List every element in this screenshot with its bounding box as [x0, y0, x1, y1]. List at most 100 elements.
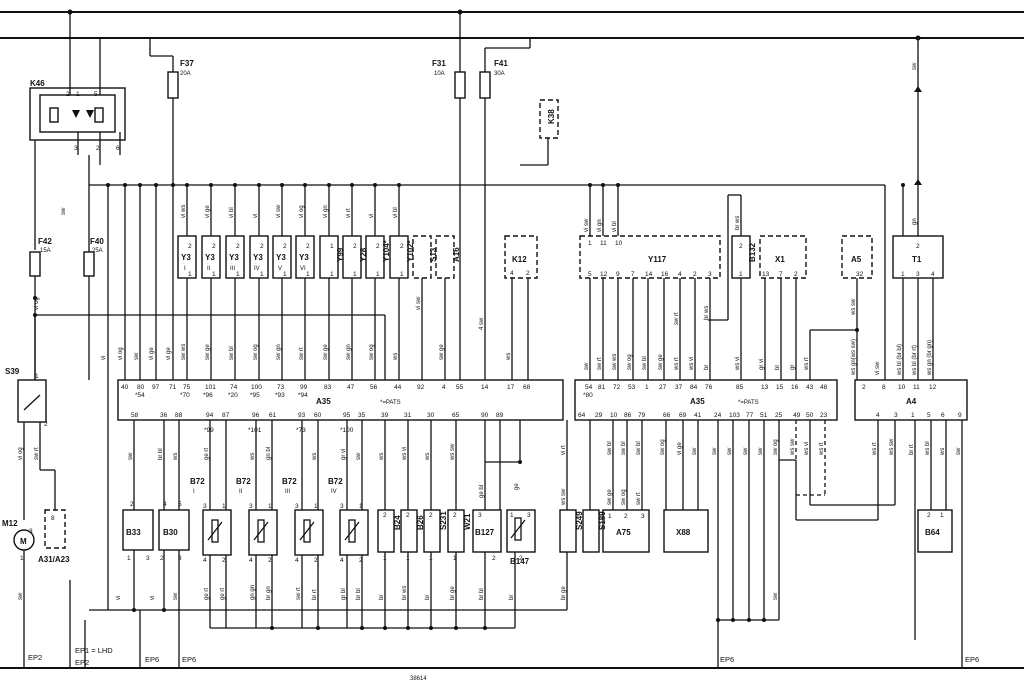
svg-text:75: 75	[183, 384, 191, 391]
svg-text:B72: B72	[190, 477, 205, 486]
svg-text:4: 4	[203, 557, 207, 564]
svg-text:sw: sw	[727, 447, 733, 455]
svg-text:Y99: Y99	[336, 247, 345, 262]
svg-text:10: 10	[610, 412, 618, 419]
ground-ep1-note: EP1 = LHD	[75, 646, 113, 655]
svg-text:9: 9	[958, 412, 962, 419]
svg-text:*54: *54	[135, 392, 145, 399]
svg-text:77: 77	[746, 412, 754, 419]
fuse-f41	[479, 71, 491, 99]
svg-text:3: 3	[527, 512, 531, 519]
svg-text:B72: B72	[282, 477, 297, 486]
module-a35-right	[574, 379, 838, 421]
svg-text:ge bl: ge bl	[479, 485, 485, 498]
svg-text:br: br	[509, 595, 515, 600]
fuse-f42	[29, 251, 41, 277]
svg-text:ws sw: ws sw	[851, 298, 857, 316]
svg-text:64: 64	[578, 412, 586, 419]
svg-text:15A: 15A	[40, 248, 51, 254]
ground-ep2: EP2	[28, 653, 42, 662]
svg-text:sw rt: sw rt	[296, 587, 302, 600]
ground-ep6-d: EP6	[965, 655, 979, 664]
svg-text:3: 3	[708, 271, 712, 278]
svg-text:sw: sw	[743, 447, 749, 455]
svg-text:1: 1	[353, 271, 357, 278]
svg-text:vi sw: vi sw	[416, 296, 422, 310]
svg-text:gr vi: gr vi	[759, 359, 765, 370]
svg-text:2: 2	[429, 512, 433, 519]
svg-text:4: 4	[510, 270, 514, 277]
svg-text:83: 83	[324, 384, 332, 391]
svg-text:1: 1	[330, 271, 334, 278]
svg-text:1: 1	[940, 512, 944, 519]
svg-text:ws: ws	[173, 453, 179, 461]
svg-text:*=PATS: *=PATS	[380, 400, 401, 406]
svg-text:80: 80	[137, 384, 145, 391]
svg-text:4: 4	[340, 557, 344, 564]
svg-text:vi sw: vi sw	[584, 218, 590, 232]
svg-text:55: 55	[456, 384, 464, 391]
module-a4	[854, 379, 968, 421]
svg-text:1: 1	[35, 373, 39, 380]
svg-text:br gn: br gn	[266, 586, 272, 600]
svg-text:4: 4	[295, 557, 299, 564]
svg-text:br ws: br ws	[402, 586, 408, 600]
svg-text:7: 7	[779, 271, 783, 278]
svg-text:sw gn: sw gn	[276, 344, 282, 360]
svg-text:2: 2	[212, 243, 216, 250]
svg-text:41: 41	[694, 412, 702, 419]
svg-text:sw rt: sw rt	[674, 312, 680, 325]
svg-text:1: 1	[400, 271, 404, 278]
svg-text:B24: B24	[393, 515, 402, 530]
svg-text:2: 2	[406, 512, 410, 519]
svg-text:vi og: vi og	[118, 347, 124, 360]
svg-text:sw gn: sw gn	[346, 344, 352, 360]
svg-text:3: 3	[295, 503, 299, 510]
svg-text:1: 1	[383, 555, 387, 562]
svg-text:ws vi: ws vi	[735, 357, 741, 371]
svg-text:vi og: vi og	[34, 297, 40, 310]
svg-text:39: 39	[381, 412, 389, 419]
svg-text:6: 6	[116, 145, 120, 152]
drawing-number: 38614	[410, 676, 427, 682]
svg-text:sw og: sw og	[369, 344, 375, 360]
svg-text:1: 1	[76, 91, 80, 98]
svg-text:B33: B33	[126, 528, 141, 537]
svg-text:15: 15	[776, 384, 784, 391]
svg-text:79: 79	[638, 412, 646, 419]
svg-text:13: 13	[762, 271, 770, 278]
a35-left-label: A35	[316, 397, 331, 406]
svg-text:Y117: Y117	[648, 255, 667, 264]
svg-text:ws vi: ws vi	[402, 447, 408, 461]
svg-text:ws: ws	[312, 453, 318, 461]
svg-text:2: 2	[492, 555, 496, 562]
svg-text:73: 73	[277, 384, 285, 391]
svg-text:53: 53	[628, 384, 636, 391]
svg-text:1: 1	[406, 555, 410, 562]
fuse-f41-id: F41	[494, 59, 508, 68]
svg-text:7: 7	[631, 271, 635, 278]
svg-text:2: 2	[862, 384, 866, 391]
svg-text:ge rt: ge rt	[220, 588, 226, 600]
a4-label: A4	[906, 397, 917, 406]
svg-text:vi bl: vi bl	[612, 221, 618, 232]
svg-text:br: br	[425, 595, 431, 600]
svg-text:B26: B26	[416, 515, 425, 530]
svg-text:br ws: br ws	[704, 306, 710, 320]
svg-text:ws rt: ws rt	[872, 442, 878, 456]
svg-text:ws bl: ws bl	[925, 441, 931, 456]
svg-text:65: 65	[452, 412, 460, 419]
svg-text:4: 4	[249, 557, 253, 564]
svg-text:vi ge: vi ge	[205, 205, 211, 218]
svg-text:*70: *70	[180, 392, 190, 399]
svg-text:S231: S231	[439, 511, 448, 530]
svg-text:vi og: vi og	[18, 447, 24, 460]
svg-text:2: 2	[400, 243, 404, 250]
ground-ep6-c: EP6	[720, 655, 734, 664]
svg-text:sw: sw	[712, 447, 718, 455]
svg-text:3: 3	[249, 503, 253, 510]
svg-text:2: 2	[519, 555, 523, 562]
svg-text:sw rt: sw rt	[636, 492, 642, 505]
svg-text:3: 3	[894, 412, 898, 419]
